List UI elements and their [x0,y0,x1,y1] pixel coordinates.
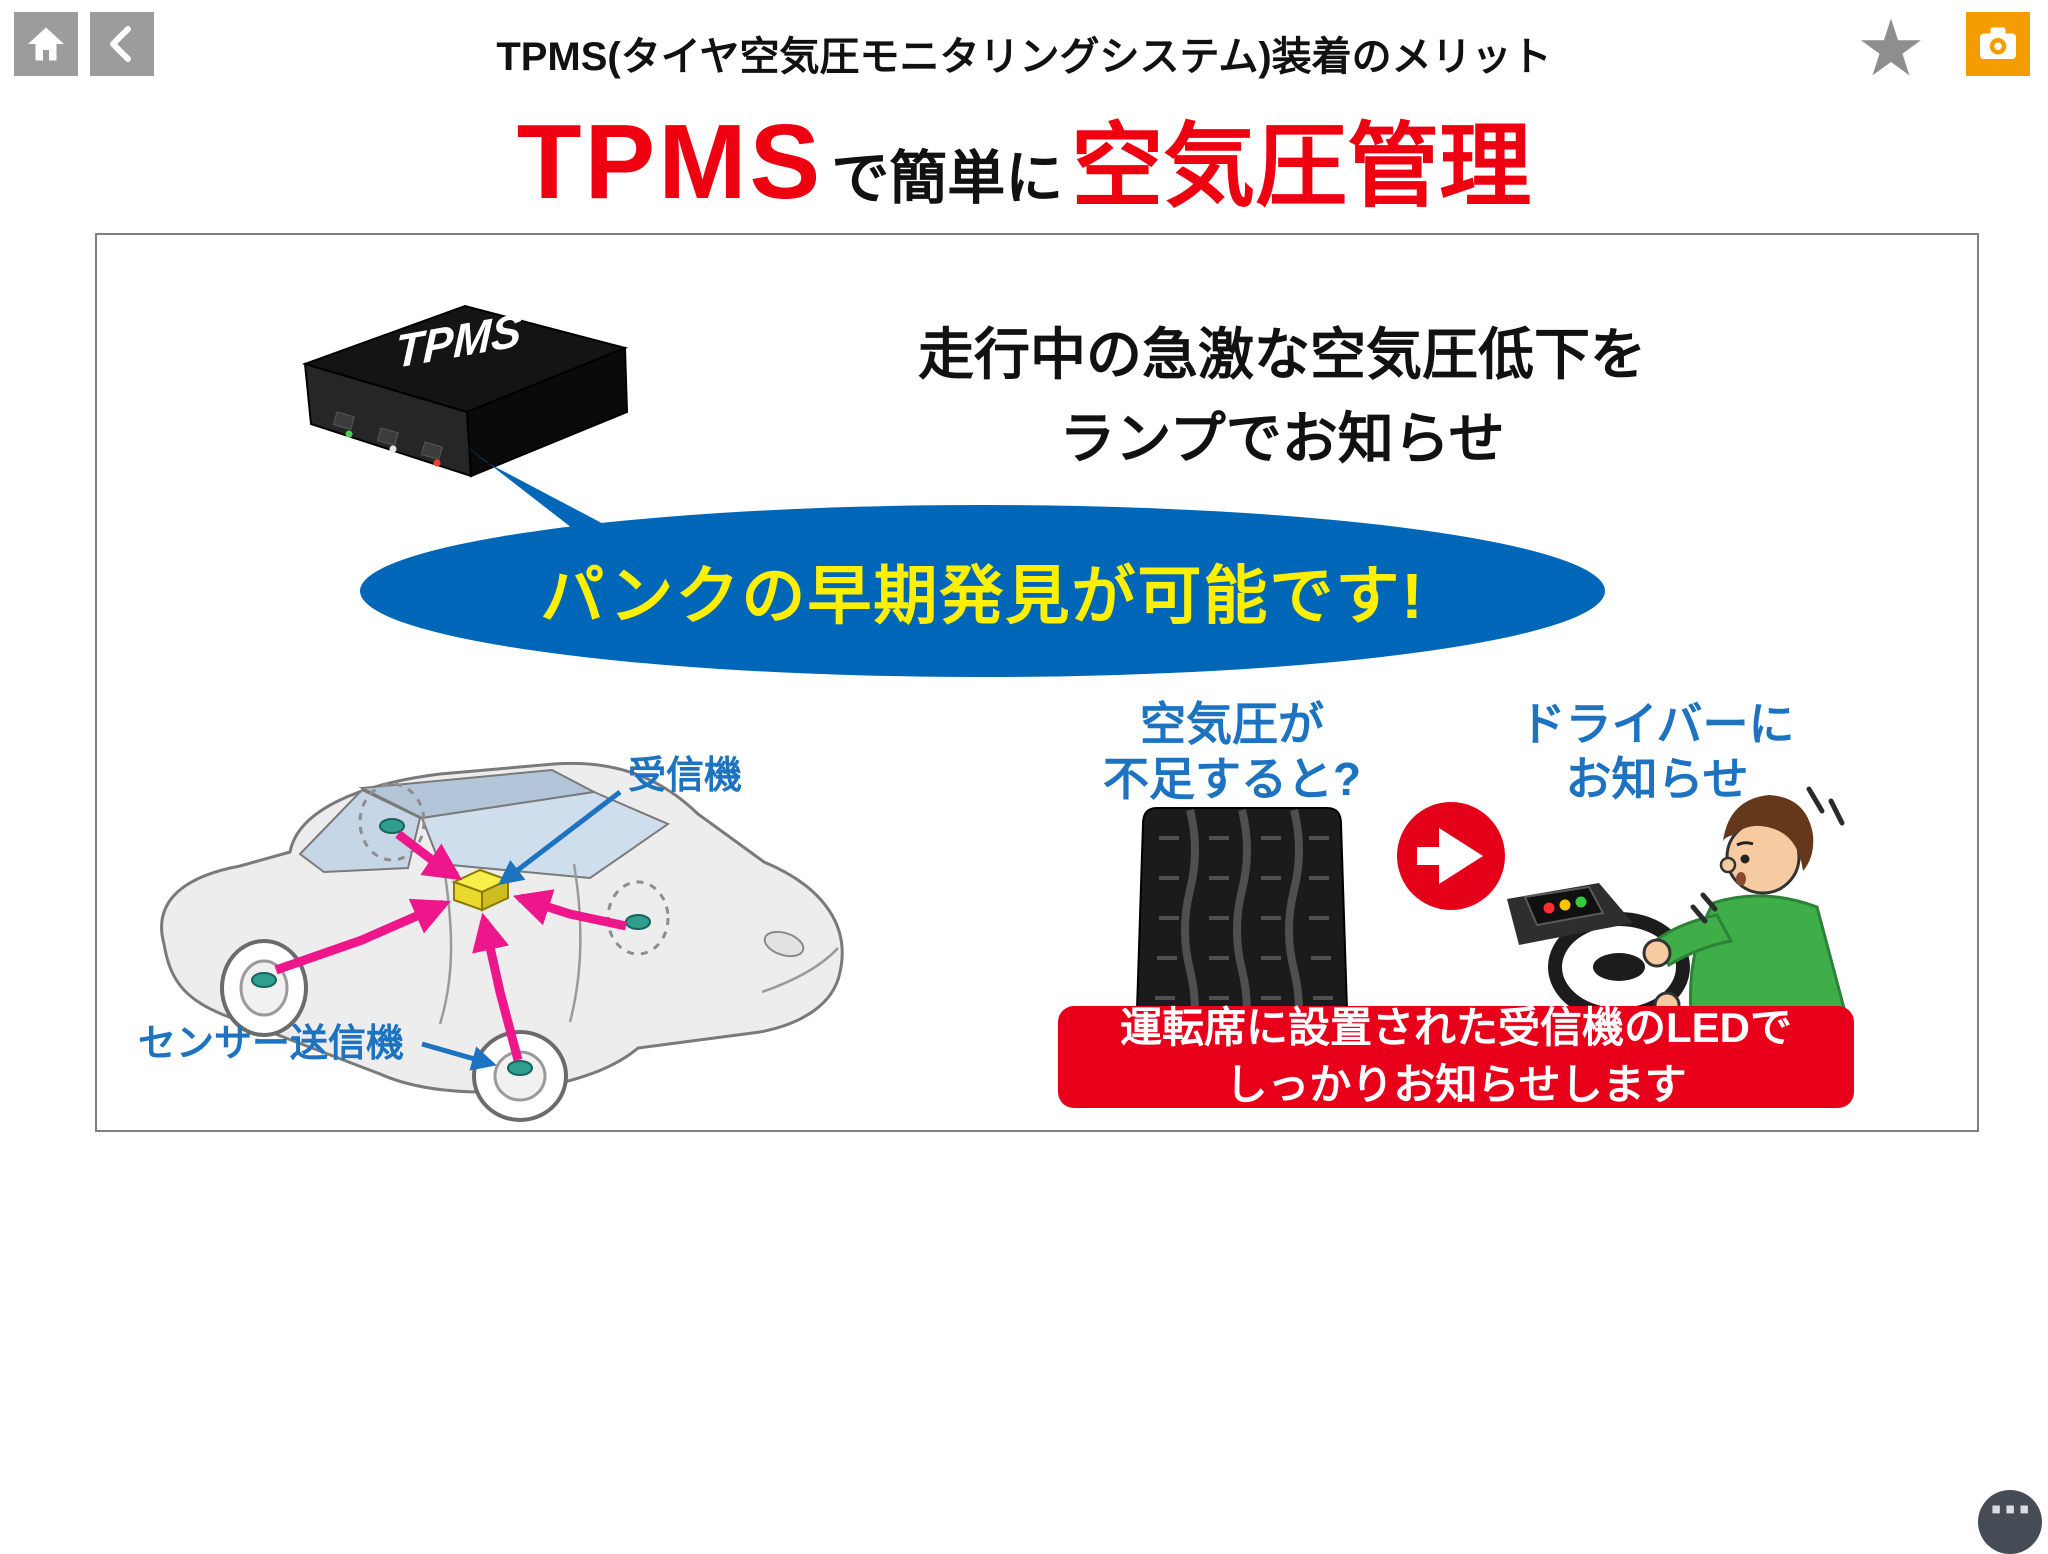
content-panel: TPMS 走行中の急激な空気圧低下を ランプでお知らせ パンクの早期発見が可能で… [95,233,1979,1132]
led-notice-line2: しっかりお知らせします [1225,1061,1687,1108]
callout-bubble: パンクの早期発見が可能です! [360,505,1605,677]
home-icon [28,27,64,61]
notify-driver-text: ドライバーに お知らせ [1492,697,1822,807]
back-icon [110,26,131,62]
tire-sensors [251,818,651,1076]
ellipsis-icon: ⋯ [1989,1486,2031,1533]
main-heading: TPMS で簡単に 空気圧管理 [0,92,2048,225]
lead-line2: ランプでお知らせ [1059,407,1505,470]
receiver-label: 受信機 [628,755,742,797]
led-notice-line1: 運転席に設置された受信機のLEDで [1119,1004,1792,1052]
wheel-rear-right-hidden [358,782,426,862]
signal-arrows [274,830,627,1062]
lead-line1: 走行中の急激な空気圧低下を [918,323,1646,386]
home-button[interactable] [14,12,78,76]
favorite-star-icon[interactable]: ★ [1856,4,1926,92]
camera-icon [1980,27,2016,59]
low-pressure-line2: 不足すると? [1102,753,1362,806]
sensor-label: センサー送信機 [138,1023,404,1065]
car-sensor-diagram: 受信機 センサー送信機 [138,755,844,1122]
page-title: TPMS(タイヤ空気圧モニタリングシステム)装着のメリット [496,35,1552,79]
notify-driver-line1: ドライバーに [1519,698,1795,750]
heading-middle: で簡単に [831,146,1064,211]
driver-body [1689,894,1847,1012]
led-notice-banner: 運転席に設置された受信機のLEDで しっかりお知らせします [1058,1004,1854,1108]
overflow-menu-button[interactable]: ⋯ [1978,1486,2042,1554]
low-pressure-text: 空気圧が 不足すると? [1062,697,1402,807]
callout-text: パンクの早期発見が可能です! [540,560,1425,632]
heading-tpms: TPMS [516,103,824,221]
driver-hair [1723,795,1814,871]
low-pressure-line1: 空気圧が [1140,698,1324,750]
right-arrow-icon [1397,802,1505,910]
flow-arrow [1395,800,1507,912]
device-connectors [332,411,443,467]
driver-alert-illustration [1507,786,1847,1012]
back-button[interactable] [90,12,154,76]
tpms-receiver-device-illustration: TPMS [301,303,629,478]
heading-tail: 空気圧管理 [1071,116,1532,218]
lead-text: 走行中の急激な空気圧低下を ランプでお知らせ [822,313,1742,481]
driver-arm [1653,913,1734,968]
alert-motion-lines [1690,786,1845,924]
camera-button[interactable] [1966,12,2030,76]
topbar: TPMS(タイヤ空気圧モニタリングシステム)装着のメリット ★ [0,0,2048,96]
notify-driver-line2: お知らせ [1565,753,1749,806]
